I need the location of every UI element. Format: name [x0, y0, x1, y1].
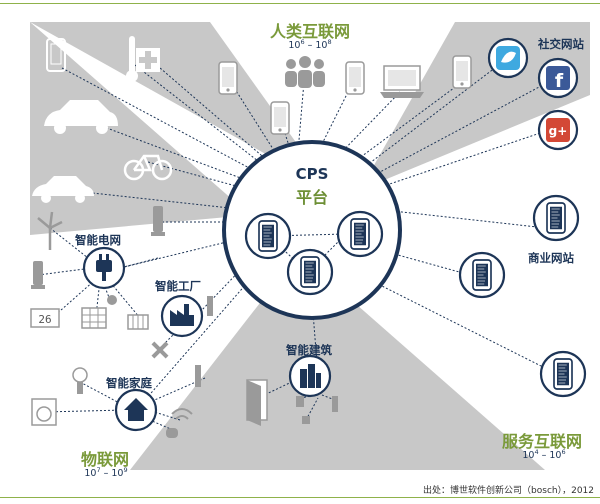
cps-server-icon	[336, 210, 384, 258]
office-building-icon	[288, 354, 332, 398]
charging-station-icon	[151, 206, 165, 236]
social-networks-label: 社交网站	[538, 37, 584, 51]
elevator-icon	[302, 416, 310, 424]
wind-turbine-icon	[37, 211, 63, 250]
wedge-building	[130, 290, 545, 470]
service-server-icon	[539, 350, 587, 398]
iot-range: 107 – 109	[84, 466, 128, 480]
washing-machine-icon	[31, 398, 57, 426]
charging-station-icon	[31, 261, 45, 289]
svg-text:g+: g+	[549, 124, 568, 138]
smartphone-icon	[345, 61, 365, 95]
cps-server-icon	[244, 212, 292, 260]
factory-icon	[160, 294, 204, 338]
facebook-icon: f	[537, 57, 579, 99]
smart-factory-label: 智能工厂	[155, 279, 201, 293]
human-internet-title: 人类互联网	[269, 22, 350, 41]
light-bulb-icon	[72, 367, 88, 394]
business-sites-label: 商业网站	[528, 251, 574, 265]
power-plug-icon	[82, 246, 126, 290]
bottom-frame-line	[0, 497, 600, 498]
solar-panel-icon	[81, 307, 107, 329]
service-server-icon	[458, 251, 506, 299]
cps-server-icon	[286, 248, 334, 296]
svg-text:f: f	[555, 70, 564, 92]
tools-icon	[151, 341, 169, 359]
human-internet-range: 106 – 108	[288, 38, 332, 52]
battery-icon	[127, 314, 149, 330]
laptop-icon	[380, 65, 424, 98]
electric-car-icon	[32, 176, 94, 203]
alarm-light-icon	[166, 428, 178, 438]
meter-reading: 26	[38, 313, 51, 326]
wifi-signal-icon	[171, 408, 193, 420]
robot-arm-icon	[207, 296, 213, 316]
smartphone-icon	[270, 101, 290, 135]
car-icon	[44, 100, 118, 134]
service-internet-range: 104 – 106	[522, 448, 566, 462]
sun-icon	[107, 295, 117, 305]
service-internet-title: 服务互联网	[501, 432, 582, 451]
smart-building-label: 智能建筑	[286, 343, 332, 357]
thermometer-icon	[126, 36, 138, 82]
smart-grid-label: 智能电网	[75, 233, 121, 247]
google-plus-icon: g+	[537, 109, 579, 151]
twitter-icon	[487, 37, 529, 79]
bicycle-icon	[123, 154, 173, 181]
smart-home-label: 智能家庭	[106, 376, 152, 390]
cps-platform-circle	[222, 140, 402, 320]
cps-subtitle: 平台	[295, 188, 328, 207]
wedge-human-left	[30, 22, 330, 190]
people-icon	[285, 56, 325, 88]
lamp-icon	[195, 365, 201, 387]
source-caption: 出处：博世软件创新公司（bosch），2012	[423, 486, 594, 496]
door-icon	[246, 379, 268, 426]
house-icon	[114, 388, 158, 432]
electricity-meter-icon: 26	[30, 308, 60, 328]
business-server-icon	[532, 194, 580, 242]
sensor-icon	[332, 396, 338, 412]
tablet-icon	[452, 55, 472, 89]
lock-icon	[296, 396, 304, 407]
cps-title: CPS	[295, 165, 329, 183]
smartphone-icon	[218, 61, 238, 95]
iot-title: 物联网	[80, 450, 129, 469]
wedge-social	[360, 22, 590, 190]
top-frame-line	[0, 3, 600, 4]
wedge-iot-upper	[30, 22, 250, 235]
medical-cross-icon	[136, 48, 160, 72]
